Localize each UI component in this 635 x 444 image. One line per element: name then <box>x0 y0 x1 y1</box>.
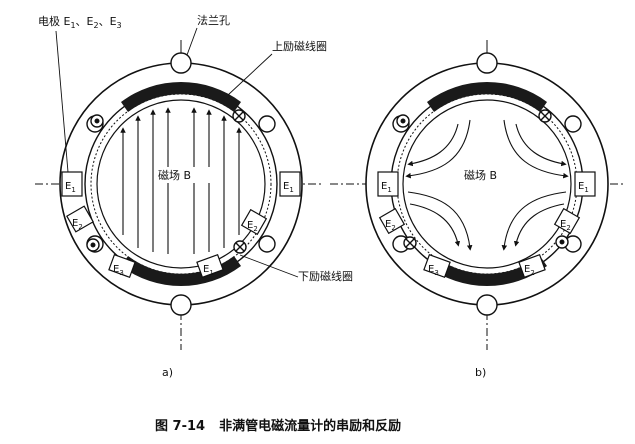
electrode-e2-bottom-b: E2 <box>524 264 535 277</box>
callout-lower-coil: 下励磁线圈 <box>298 269 353 283</box>
electrode-e1-left-a: E1 <box>65 181 76 194</box>
electrode-e3-left-a: E3 <box>113 264 124 277</box>
electrodes-b <box>377 171 596 279</box>
callout-electrodes: 电极 E1、E2、E3 <box>38 14 122 30</box>
upper-coil <box>121 82 241 112</box>
panel-label-b: b) <box>475 366 486 379</box>
electrode-e2-left-b: E2 <box>385 219 396 232</box>
electrode-e3-left-b: E3 <box>428 264 439 277</box>
electrodes-a <box>61 171 301 279</box>
electrode-e1-left-b: E1 <box>381 181 392 194</box>
electrode-e1-bottom-a: E1 <box>203 264 214 277</box>
field-lines-b <box>405 119 569 251</box>
panel-a: 磁场 B E1 E1 E2 E2 E3 E1 电极 E1、E2、E3 法兰孔 上… <box>35 13 353 379</box>
callout-upper-coil: 上励磁线圈 <box>272 39 327 53</box>
electrode-e1-right-b: E1 <box>578 181 589 194</box>
field-label-a: 磁场 B <box>158 168 191 182</box>
electrode-e2-right-b: E2 <box>560 219 571 232</box>
lower-coil <box>121 256 241 286</box>
current-symbols-b <box>396 109 569 250</box>
field-label-b: 磁场 B <box>464 168 497 182</box>
panel-label-a: a) <box>162 366 173 379</box>
electrode-e1-right-a: E1 <box>283 181 294 194</box>
caption: 图 7-14 非满管电磁流量计的串励和反励 <box>155 418 401 434</box>
upper-coil-b <box>427 82 547 112</box>
panel-b: 磁场 B E1 E1 E2 E2 E3 E2 b) <box>330 40 625 379</box>
caption-number: 图 7-14 <box>155 419 205 434</box>
current-symbols-a <box>86 109 247 254</box>
lower-coil-b <box>427 256 547 286</box>
caption-title: 非满管电磁流量计的串励和反励 <box>219 418 401 434</box>
electrode-e2-right-a: E2 <box>247 220 258 233</box>
callout-flange-hole: 法兰孔 <box>197 13 230 27</box>
electrode-e2-left-a: E2 <box>72 218 83 231</box>
